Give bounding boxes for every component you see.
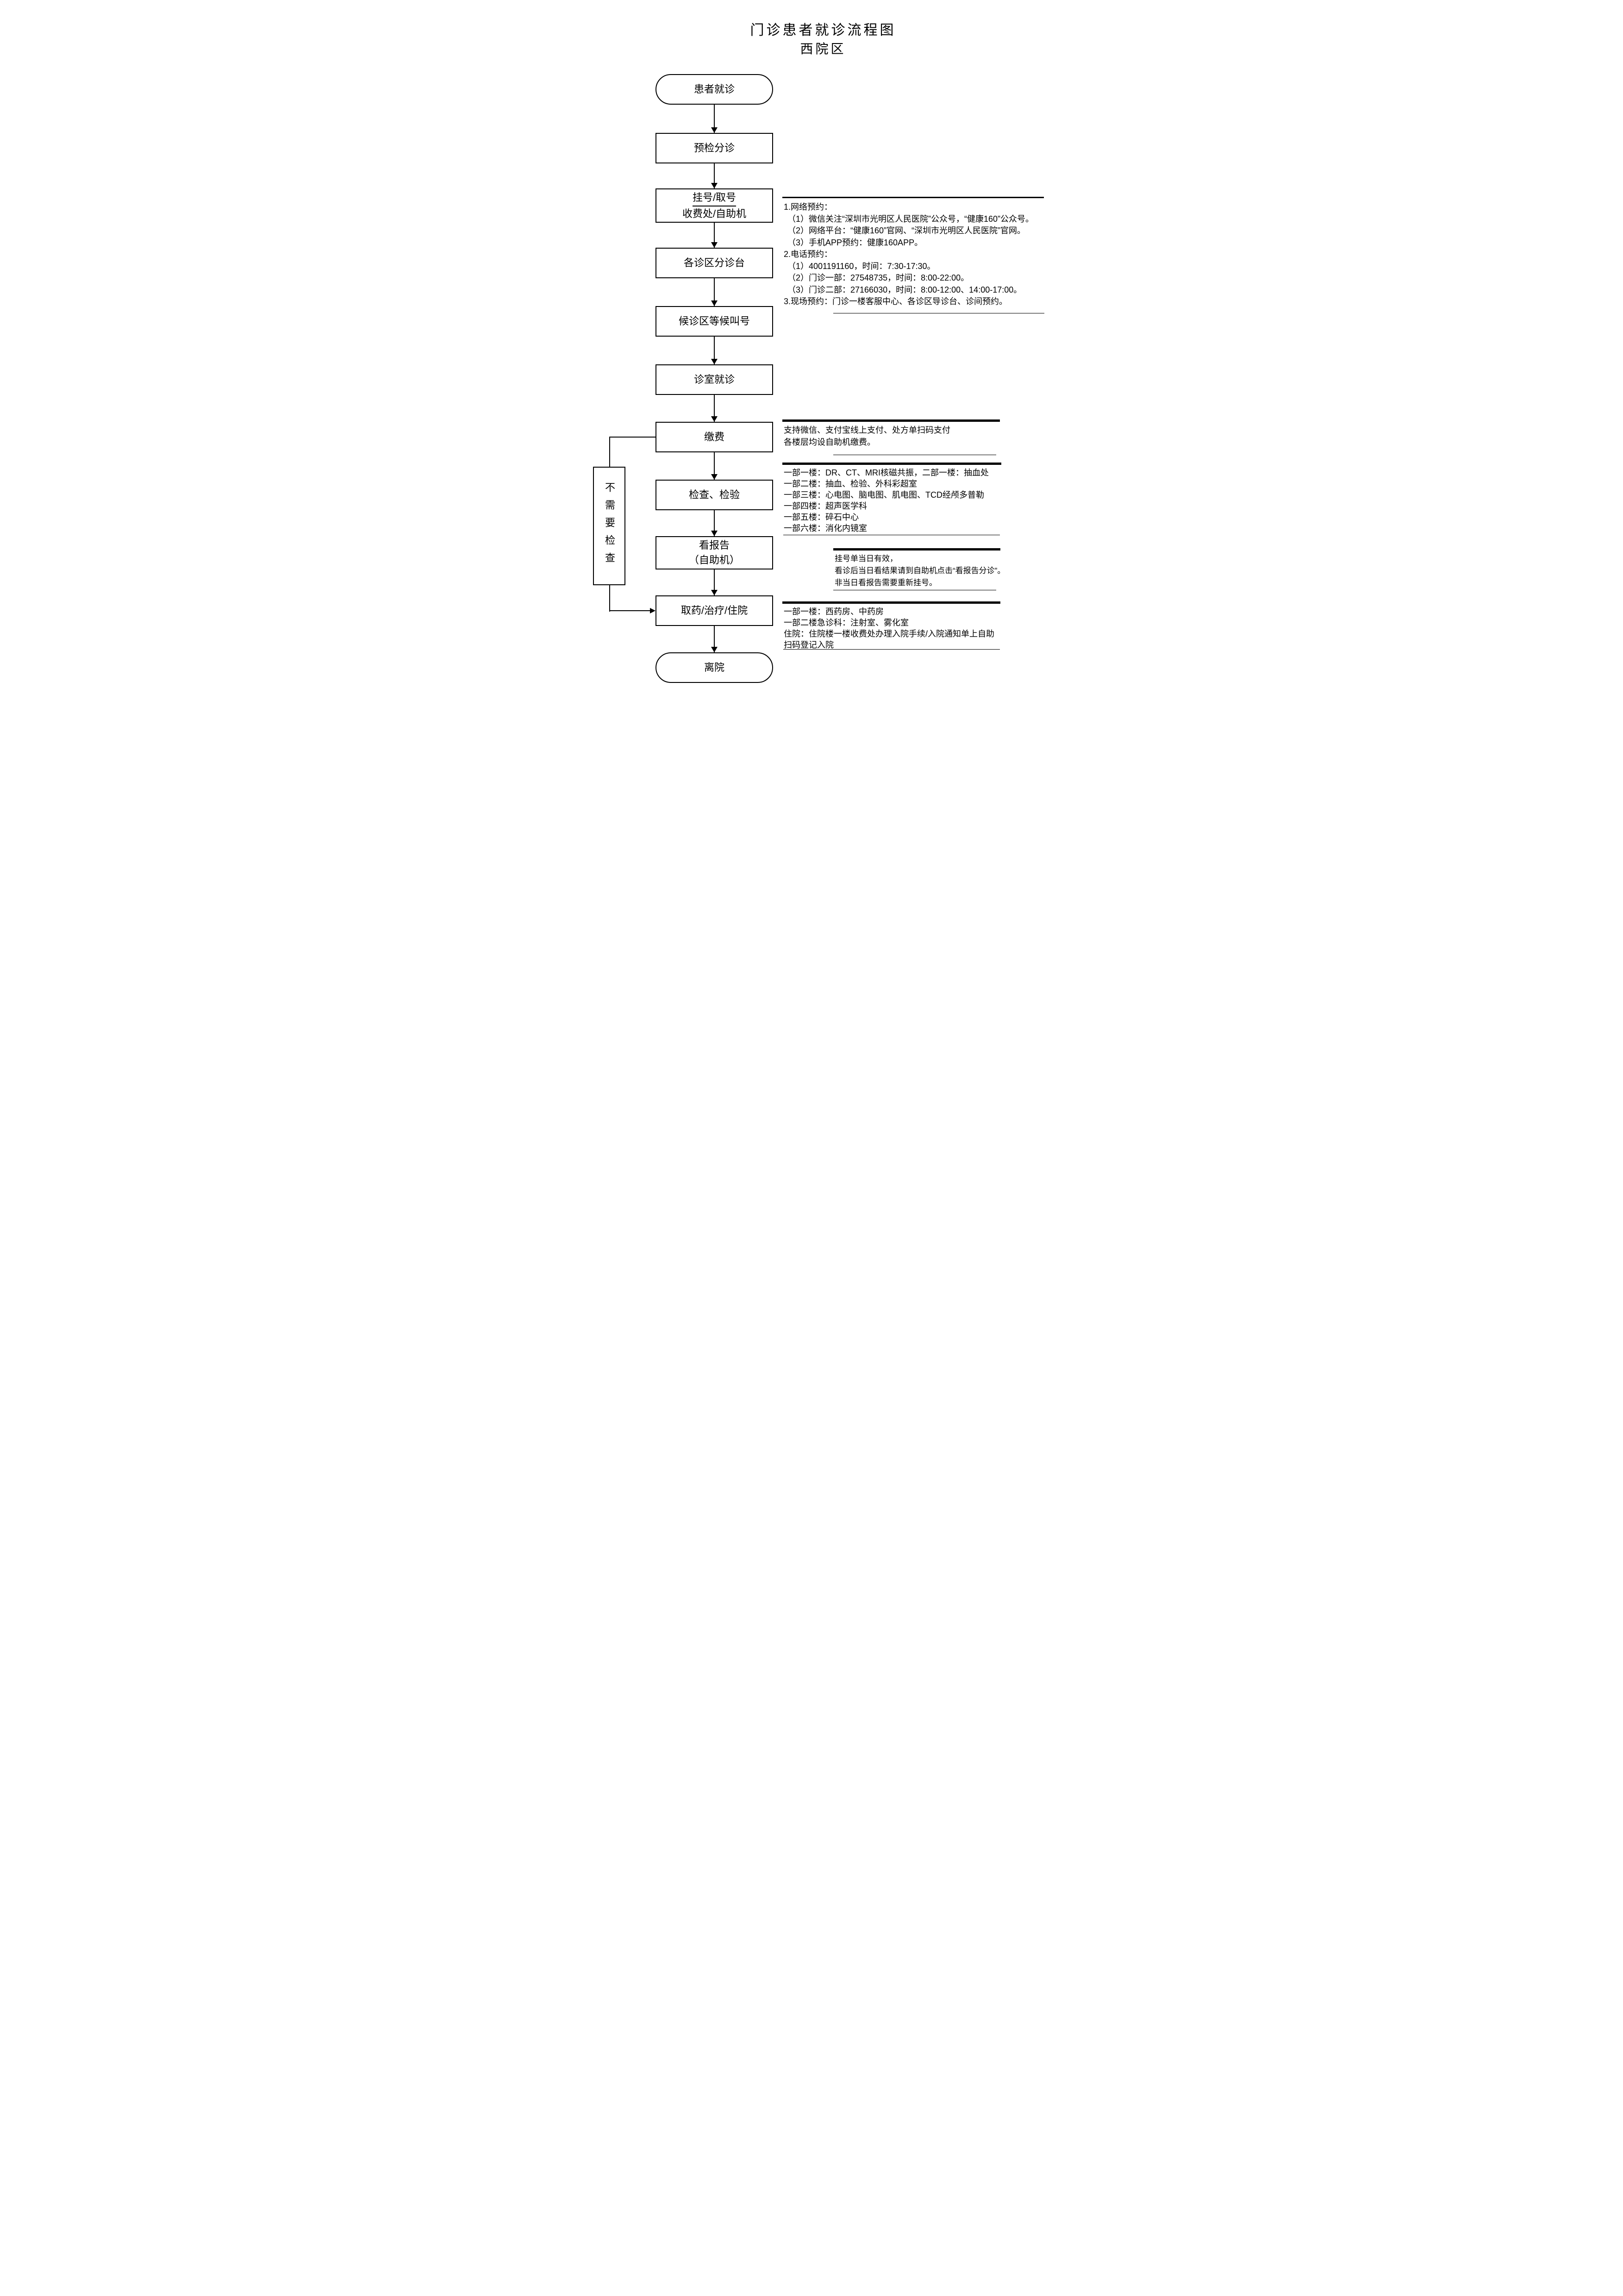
annotation-report-text: 挂号单当日有效， 看诊后当日看结果请到自助机点击“看报告分诊”。 非当日看报告需… [833,548,1018,589]
annotation-appointment-text: 1.网络预约： （1）微信关注“深圳市光明区人民医院”公众号，“健康160”公众… [782,197,1049,308]
annotation-line: 各楼层均设自助机缴费。 [784,438,875,447]
annotation-line: 一部二楼：抽血、检验、外科彩超室 [784,479,917,488]
node-view-report: 看报告 （自助机） [655,536,773,569]
annotation-report-bottom-rule [833,589,996,590]
flow-arrow-4 [711,278,718,306]
page-title: 门诊患者就诊流程图 [750,23,896,38]
node-exam-test-label: 检查、检验 [688,489,740,500]
annotation-line: 2.电话预约： [784,250,833,259]
node-registration-label-line2: 收费处/自助机 [682,207,747,219]
annotation-pharmacy-admission-top-rule [782,601,1000,604]
flow-arrow-5 [711,337,718,364]
flow-arrow-9 [711,569,718,595]
annotation-appointment-top-rule [782,197,1044,198]
annotation-line: （1）微信关注“深圳市光明区人民医院”公众号，“健康160”公众号。 [787,214,1034,224]
annotation-line: （2）门诊一部：27548735，时间：8:00-22:00。 [787,273,969,282]
annotation-line: 住院：住院楼一楼收费处办理入院手续/入院通知单上自助扫码登记入院 [784,629,994,650]
flow-arrow-1 [711,105,718,133]
annotation-line: 3.现场预约：门诊一楼客服中心、各诊区导诊台、诊间预约。 [784,297,1008,306]
campus-subtitle: 西院区 [800,42,846,56]
node-payment-label: 缴费 [704,431,724,443]
annotation-line: （3）门诊二部：27166030，时间：8:00-12:00、14:00-17:… [787,285,1022,294]
node-precheck-triage-label: 预检分诊 [693,142,735,154]
node-medicine-treatment-admission: 取药/治疗/住院 [655,595,773,626]
node-view-report-label-line2: （自助机） [688,554,740,566]
node-patient-visit: 患者就诊 [655,74,773,105]
annotation-payment: 支持微信、支付宝线上支付、处方单扫码支付 各楼层均设自助机缴费。 [782,419,1000,455]
annotation-line: （2）网络平台：“健康160”官网、“深圳市光明区人民医院”官网。 [787,226,1026,235]
node-area-triage-desk: 各诊区分诊台 [655,248,773,278]
annotation-line: （1）4001191160，时间：7:30-17:30。 [787,261,936,271]
annotation-pharmacy-admission-text: 一部一楼：西药房、中药房 一部二楼急诊科：注射室、雾化室 住院：住院楼一楼收费处… [782,601,1001,651]
annotation-exam-locations-top-rule [782,463,1001,465]
annotation-payment-bottom-rule [833,454,996,455]
node-view-report-label-line1: 看报告 [699,539,730,551]
annotation-line: （3）手机APP预约：健康160APP。 [787,238,923,247]
annotation-exam-locations-text: 一部一楼：DR、CT、MRI核磁共振，二部一楼：抽血处 一部二楼：抽血、检验、外… [782,463,1001,534]
node-area-triage-desk-label: 各诊区分诊台 [683,257,745,269]
annotation-line: 支持微信、支付宝线上支付、处方单扫码支付 [784,425,950,435]
annotation-line: 一部五楼：碎石中心 [784,513,859,522]
annotation-report-top-rule [833,548,1000,551]
annotation-line: 一部一楼：DR、CT、MRI核磁共振，二部一楼：抽血处 [784,468,989,477]
node-leave-hospital-label: 离院 [704,662,724,673]
node-medicine-treatment-admission-label: 取药/治疗/住院 [680,605,748,616]
node-registration-label-line1: 挂号/取号 [692,190,737,206]
branch-connector-top [609,437,655,438]
node-waiting-area: 候诊区等候叫号 [655,306,773,337]
annotation-line: 一部三楼：心电图、脑电图、肌电图、TCD经颅多普勒 [784,490,984,500]
annotation-exam-locations: 一部一楼：DR、CT、MRI核磁共振，二部一楼：抽血处 一部二楼：抽血、检验、外… [782,463,1001,535]
node-consulting-room-label: 诊室就诊 [693,374,735,385]
annotation-appointment: 1.网络预约： （1）微信关注“深圳市光明区人民医院”公众号，“健康160”公众… [782,197,1049,313]
node-exam-test: 检查、检验 [655,480,773,510]
flow-arrow-10 [711,626,718,652]
flow-arrow-6 [711,395,718,422]
annotation-line: 一部四楼：超声医学科 [784,501,867,511]
annotation-pharmacy-admission-bottom-rule [783,649,1000,650]
flow-arrow-7 [711,452,718,480]
branch-no-exam-needed-label: 不需要检查 [604,482,615,570]
node-patient-visit-label: 患者就诊 [693,83,735,95]
annotation-line: 非当日看报告需要重新挂号。 [835,578,937,587]
node-payment: 缴费 [655,422,773,452]
annotation-line: 挂号单当日有效， [835,554,898,563]
node-registration: 挂号/取号 收费处/自助机 [655,188,773,223]
annotation-line: 看诊后当日看结果请到自助机点击“看报告分诊”。 [835,566,1005,575]
branch-no-exam-needed: 不需要检查 [593,467,625,585]
flow-arrow-3 [711,223,718,248]
annotation-line: 一部六楼：消化内镜室 [784,524,867,533]
node-precheck-triage: 预检分诊 [655,133,773,163]
flow-arrow-8 [711,510,718,536]
annotation-appointment-bottom-rule [833,313,1044,314]
node-consulting-room: 诊室就诊 [655,364,773,395]
node-waiting-area-label: 候诊区等候叫号 [678,315,750,327]
annotation-line: 一部二楼急诊科：注射室、雾化室 [784,618,909,627]
annotation-payment-top-rule [782,419,1000,422]
branch-connector-arrow [609,608,655,613]
annotation-line: 1.网络预约： [784,202,833,212]
annotation-pharmacy-admission: 一部一楼：西药房、中药房 一部二楼急诊科：注射室、雾化室 住院：住院楼一楼收费处… [782,601,1001,650]
flow-arrow-2 [711,163,718,188]
annotation-exam-locations-bottom-rule [783,534,1000,535]
annotation-payment-text: 支持微信、支付宝线上支付、处方单扫码支付 各楼层均设自助机缴费。 [782,419,1000,448]
node-leave-hospital: 离院 [655,652,773,683]
annotation-line: 一部一楼：西药房、中药房 [784,607,884,616]
annotation-report: 挂号单当日有效， 看诊后当日看结果请到自助机点击“看报告分诊”。 非当日看报告需… [833,548,1018,590]
flowchart-page: 门诊患者就诊流程图 西院区 患者就诊 预检分诊 挂号/取号 收费处/自助机 各诊… [557,0,1066,720]
